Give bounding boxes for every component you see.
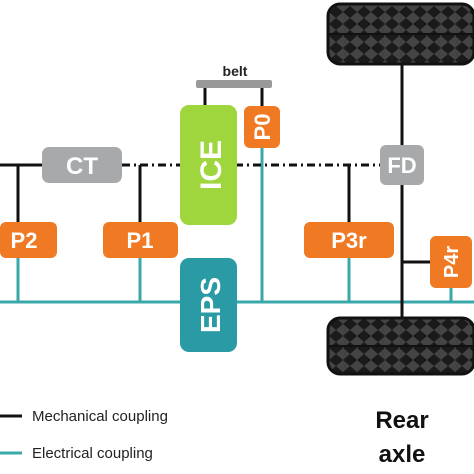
legend: Mechanical coupling Electrical coupling bbox=[0, 408, 168, 462]
rear-axle-label-line2: axle bbox=[379, 441, 426, 468]
ct-label: CT bbox=[66, 153, 98, 180]
p4r-box bbox=[430, 236, 472, 288]
rear-wheel-bottom-icon bbox=[326, 316, 474, 376]
rear-wheel-top-icon bbox=[326, 2, 474, 66]
fd-box bbox=[380, 145, 424, 185]
eps-label: EPS bbox=[195, 277, 226, 333]
legend-mechanical-label: Mechanical coupling bbox=[32, 408, 168, 425]
p2-box bbox=[0, 222, 57, 258]
p1-box bbox=[103, 222, 178, 258]
belt-label: belt bbox=[223, 63, 248, 79]
rear-axle-label-line1: Rear bbox=[375, 407, 428, 434]
p3r-box bbox=[304, 222, 394, 258]
p0-label: P0 bbox=[250, 114, 275, 141]
legend-electrical-label: Electrical coupling bbox=[32, 445, 153, 462]
ice-label: ICE bbox=[195, 140, 228, 190]
fd-label: FD bbox=[387, 153, 416, 178]
p2-label: P2 bbox=[11, 228, 38, 253]
p3r-label: P3r bbox=[331, 228, 367, 253]
ct-box bbox=[42, 147, 122, 183]
ice-box bbox=[180, 105, 237, 225]
p0-box bbox=[244, 106, 280, 148]
belt-bar bbox=[196, 80, 272, 88]
p4r-label: P4r bbox=[441, 246, 463, 278]
eps-box bbox=[180, 258, 237, 352]
p1-label: P1 bbox=[127, 228, 154, 253]
